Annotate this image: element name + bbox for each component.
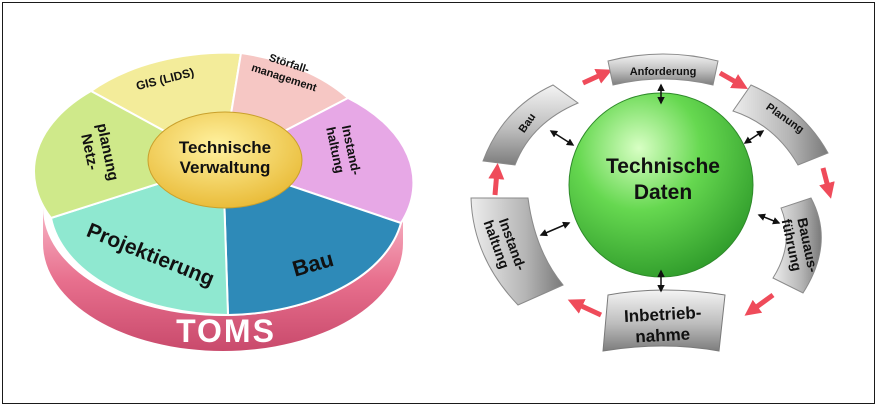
label-anforderung: Anforderung [630, 66, 697, 78]
cycle-arrow-1 [718, 70, 748, 89]
step-instandhaltung [470, 197, 564, 306]
cycle-arrow-4 [567, 299, 603, 318]
toms-disk: Technische Verwaltung GIS (LIDS) Störfal… [33, 51, 415, 351]
step-bauausfuehrung [772, 197, 822, 294]
cycle-center-line2: Daten [634, 181, 692, 204]
link-planung [743, 130, 765, 144]
cycle-diagram: Technische Daten Anforderung Planung Bau… [470, 53, 835, 352]
toms-center-line1: Technische [179, 138, 271, 157]
link-bau [549, 130, 575, 146]
toms-center-line2: Verwaltung [180, 158, 271, 177]
link-bauausfuehrung [757, 213, 781, 225]
segment-instand [220, 96, 415, 225]
segment-netz [33, 89, 226, 220]
label-inbetrieb-line2: nahme [635, 325, 691, 347]
cycle-arrow-5 [488, 163, 505, 196]
step-inbetriebnahme [602, 289, 726, 352]
toms-center-disk [147, 111, 303, 209]
toms-base [43, 208, 403, 351]
toms-base-label: TOMS [176, 313, 276, 349]
link-instandhaltung [539, 221, 571, 237]
figure-frame: Technische Verwaltung GIS (LIDS) Störfal… [2, 2, 875, 404]
segment-bau [221, 161, 403, 317]
cycle-arrow-2 [819, 167, 835, 199]
step-planung [732, 84, 829, 166]
diagram-canvas: Technische Verwaltung GIS (LIDS) Störfal… [33, 51, 835, 352]
cycle-arrow-6 [581, 69, 613, 86]
cycle-arrow-3 [744, 292, 775, 316]
label-inbetrieb-line1: Inbetrieb- [624, 303, 702, 326]
step-anforderung [607, 53, 719, 86]
step-bau [482, 84, 580, 166]
cycle-center-line1: Technische [606, 155, 720, 178]
